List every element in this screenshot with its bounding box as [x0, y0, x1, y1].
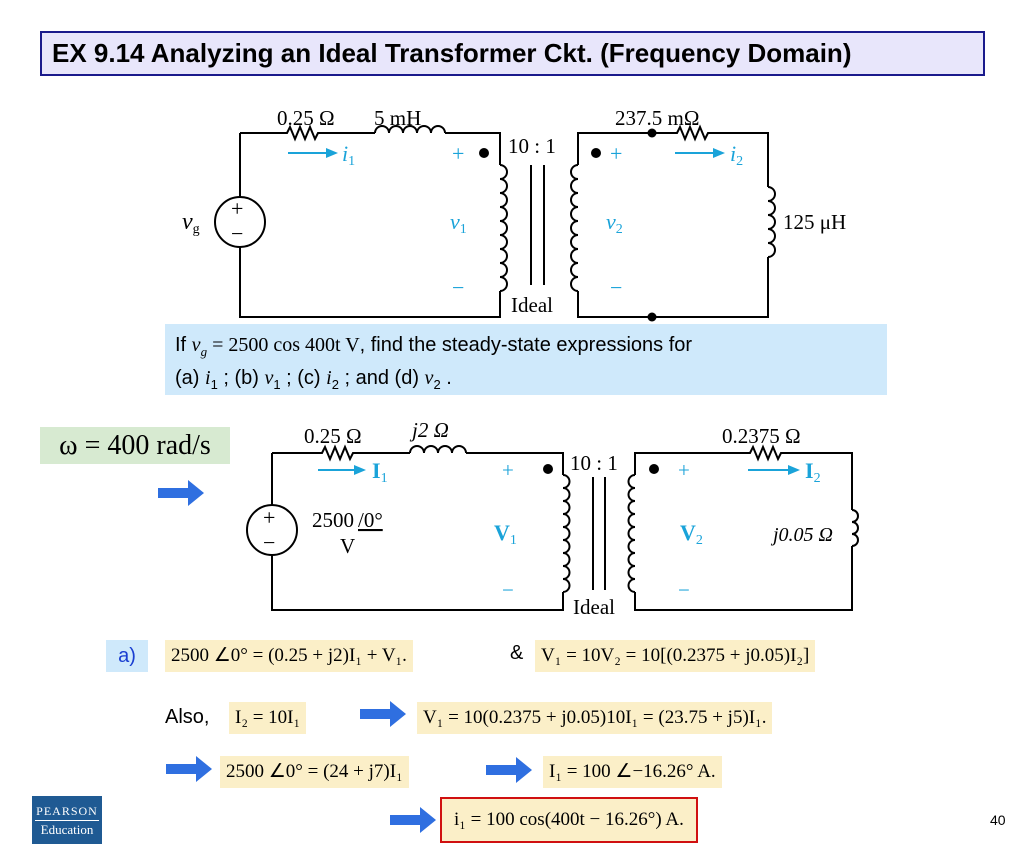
arrow-right-icon	[158, 480, 204, 506]
source-magnitude: 2500/0°	[312, 508, 383, 532]
I1-label: I1	[372, 458, 388, 486]
arrow-right-icon	[486, 757, 532, 783]
v2-label: v2	[606, 209, 623, 237]
part-a-label: a)	[106, 640, 148, 672]
slide-title-text: EX 9.14 Analyzing an Ideal Transformer C…	[52, 38, 852, 68]
problem-line-1: If vg = 2500 cos 400t V, find the steady…	[175, 334, 693, 359]
problem-statement: If vg = 2500 cos 400t V, find the steady…	[165, 324, 887, 395]
time-domain-circuit: 0.25 Ω 5 mH 237.5 mΩ 125 μH 10 : 1 Ideal…	[182, 106, 846, 322]
V1-plus: +	[502, 458, 514, 482]
slide-title: EX 9.14 Analyzing an Ideal Transformer C…	[40, 31, 985, 76]
v1-label: v1	[450, 209, 467, 237]
source-label: vg	[182, 209, 200, 237]
V2-label: V2	[680, 520, 703, 548]
arrow-right-icon	[390, 807, 436, 833]
turns-ratio: 10 : 1	[570, 451, 618, 475]
equation-combined: 2500 ∠0° = (24 + j7)I₁	[220, 756, 409, 788]
ideal-label: Ideal	[573, 595, 615, 619]
v1-minus: −	[452, 275, 464, 300]
omega-value: ω = 400 rad/s	[40, 427, 230, 464]
pearson-logo: PEARSON Education	[32, 796, 102, 844]
source-unit: V	[340, 534, 355, 558]
equation-I1-phasor: I₁ = 100 ∠−16.26° A.	[543, 756, 722, 788]
r1-label: 0.25 Ω	[277, 106, 335, 130]
V1-label: V1	[494, 520, 517, 548]
equation-kvl: 2500 ∠0° = (0.25 + j2)I₁ + V₁.	[165, 640, 413, 672]
source-plus: +	[263, 505, 275, 530]
x2-label: j0.05 Ω	[770, 524, 833, 546]
v1-plus: +	[452, 141, 464, 166]
r1-label: 0.25 Ω	[304, 424, 362, 448]
frequency-domain-circuit: 0.25 Ω j2 Ω 0.2375 Ω j0.05 Ω 10 : 1 Idea…	[246, 418, 859, 619]
equation-v1-expanded: V₁ = 10(0.2375 + j0.05)10I₁ = (23.75 + j…	[417, 702, 773, 734]
arrow-right-icon	[360, 701, 406, 727]
turns-ratio: 10 : 1	[508, 134, 556, 158]
i1-label: i1	[342, 141, 355, 169]
V2-plus: +	[678, 458, 690, 482]
r2-label: 0.2375 Ω	[722, 424, 801, 448]
source-minus: −	[263, 530, 275, 555]
answer-i1: i₁ = 100 cos(400t − 16.26°) A.	[440, 797, 698, 843]
x1-label: j2 Ω	[409, 418, 449, 442]
page-number: 40	[990, 812, 1006, 828]
v2-plus: +	[610, 141, 622, 166]
V1-minus: −	[502, 578, 514, 602]
l2-label: 125 μH	[783, 210, 846, 234]
source-plus: +	[231, 196, 243, 221]
I2-label: I2	[805, 458, 821, 486]
ideal-label: Ideal	[511, 293, 553, 317]
problem-line-2: (a) i1 ; (b) v1 ; (c) i2 ; and (d) v2 .	[175, 367, 452, 392]
ampersand: &	[510, 642, 524, 664]
r2-label: 237.5 mΩ	[615, 106, 699, 130]
l1-label: 5 mH	[374, 106, 421, 130]
arrow-right-icon	[166, 756, 212, 782]
v2-minus: −	[610, 275, 622, 300]
equation-v1-v2: V₁ = 10V₂ = 10[(0.2375 + j0.05)I₂]	[535, 640, 816, 672]
V2-minus: −	[678, 578, 690, 602]
i2-label: i2	[730, 141, 743, 169]
source-minus: −	[231, 221, 243, 246]
also-label: Also,	[165, 706, 210, 728]
equation-i2: I₂ = 10I₁	[229, 702, 307, 734]
